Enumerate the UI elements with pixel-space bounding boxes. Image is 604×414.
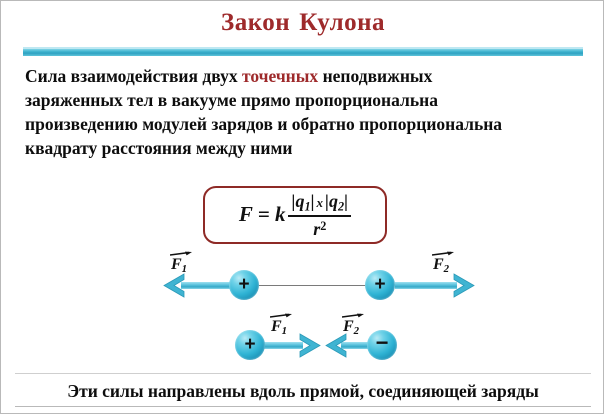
attraction-right-charge-sign: − xyxy=(375,330,389,355)
q1-subscript: 1 xyxy=(304,199,311,214)
repulsion-right-force-subscript: 2 xyxy=(443,263,450,276)
title-word-2: Кулона xyxy=(299,9,385,36)
attraction-left-force-label: F1 xyxy=(270,313,292,338)
definition-line1-after: неподвижных xyxy=(318,66,433,86)
attraction-right-force-label: F2 xyxy=(342,313,364,338)
repulsion-right-force-label: F2 xyxy=(432,251,454,276)
q1-bar-open: | xyxy=(291,191,296,212)
repulsion-connector-line xyxy=(256,285,381,286)
repulsion-right-arrowhead xyxy=(451,273,477,298)
repulsion-left-arrow-shaft xyxy=(181,282,243,289)
q1-symbol: q xyxy=(295,191,305,212)
repulsion-left-charge-sign: + xyxy=(238,273,250,295)
repulsion-left-force-label: F1 xyxy=(170,251,192,276)
repulsion-left-arrowhead xyxy=(161,273,187,298)
q2-bar-open: | xyxy=(325,191,329,212)
conclusion-bottom-divider xyxy=(15,406,591,407)
formula-fraction: |q1|x|q2| r2 xyxy=(288,192,352,238)
fraction-bar xyxy=(288,214,352,217)
page-title: Закон Кулона xyxy=(1,9,603,37)
title-rule-highlight xyxy=(23,47,583,49)
attraction-left-arrowhead xyxy=(297,333,323,358)
coulomb-formula-box: F = k |q1|x|q2| r2 xyxy=(203,186,387,244)
vector-arrow-icon xyxy=(432,251,454,256)
repulsion-left-charge-sphere: + xyxy=(229,270,259,300)
multiplication-symbol: x xyxy=(316,195,324,211)
r-symbol: r xyxy=(313,218,321,239)
definition-line3: произведению модулей зарядов и обратно п… xyxy=(25,114,503,134)
repulsion-right-force-symbol: F xyxy=(433,256,444,273)
repulsion-right-charge-sign: + xyxy=(374,273,386,295)
attraction-right-force-subscript: 2 xyxy=(353,325,360,338)
repulsion-right-arrow-shaft xyxy=(395,282,457,289)
q2-subscript: 2 xyxy=(338,199,345,214)
definition-highlight-word: точечных xyxy=(241,66,319,86)
formula-denominator: r2 xyxy=(313,217,326,238)
title-word-1: Закон xyxy=(221,9,291,36)
conclusion-top-divider xyxy=(15,373,591,374)
title-underline-rule xyxy=(23,49,583,56)
vector-arrow-icon xyxy=(170,251,192,256)
r-exponent: 2 xyxy=(320,218,327,233)
vector-arrow-icon xyxy=(270,313,292,318)
formula-numerator: |q1|x|q2| xyxy=(288,192,351,215)
attraction-left-force-subscript: 1 xyxy=(281,325,288,338)
attraction-right-arrow-shaft xyxy=(341,342,391,349)
attraction-right-arrowhead xyxy=(323,333,349,358)
conclusion-text: Эти силы направлены вдоль прямой, соедин… xyxy=(67,381,539,401)
q2-symbol: q xyxy=(329,191,338,212)
q2-bar-close: | xyxy=(344,191,349,212)
formula-left-hand-side: F = k xyxy=(238,201,286,226)
attraction-right-charge-sphere: − xyxy=(367,330,397,360)
repulsion-left-force-symbol: F xyxy=(171,256,182,273)
definition-line2: заряженных тел в вакууме прямо пропорцио… xyxy=(25,90,438,110)
definition-paragraph: Сила взаимодействия двух точечных неподв… xyxy=(25,64,587,160)
repulsion-right-charge-sphere: + xyxy=(365,270,395,300)
definition-line1-before: Сила взаимодействия двух xyxy=(25,66,242,86)
attraction-left-arrow-shaft xyxy=(253,342,303,349)
q1-bar-close: | xyxy=(310,191,315,212)
attraction-left-charge-sign: + xyxy=(244,333,256,355)
definition-line4: квадрату расстояния между ними xyxy=(25,138,293,158)
vector-arrow-icon xyxy=(342,313,364,318)
attraction-left-charge-sphere: + xyxy=(235,330,265,360)
attraction-right-force-symbol: F xyxy=(343,318,354,335)
repulsion-left-force-subscript: 1 xyxy=(181,263,188,276)
formula-content: F = k |q1|x|q2| r2 xyxy=(205,188,385,242)
attraction-left-force-symbol: F xyxy=(271,318,282,335)
